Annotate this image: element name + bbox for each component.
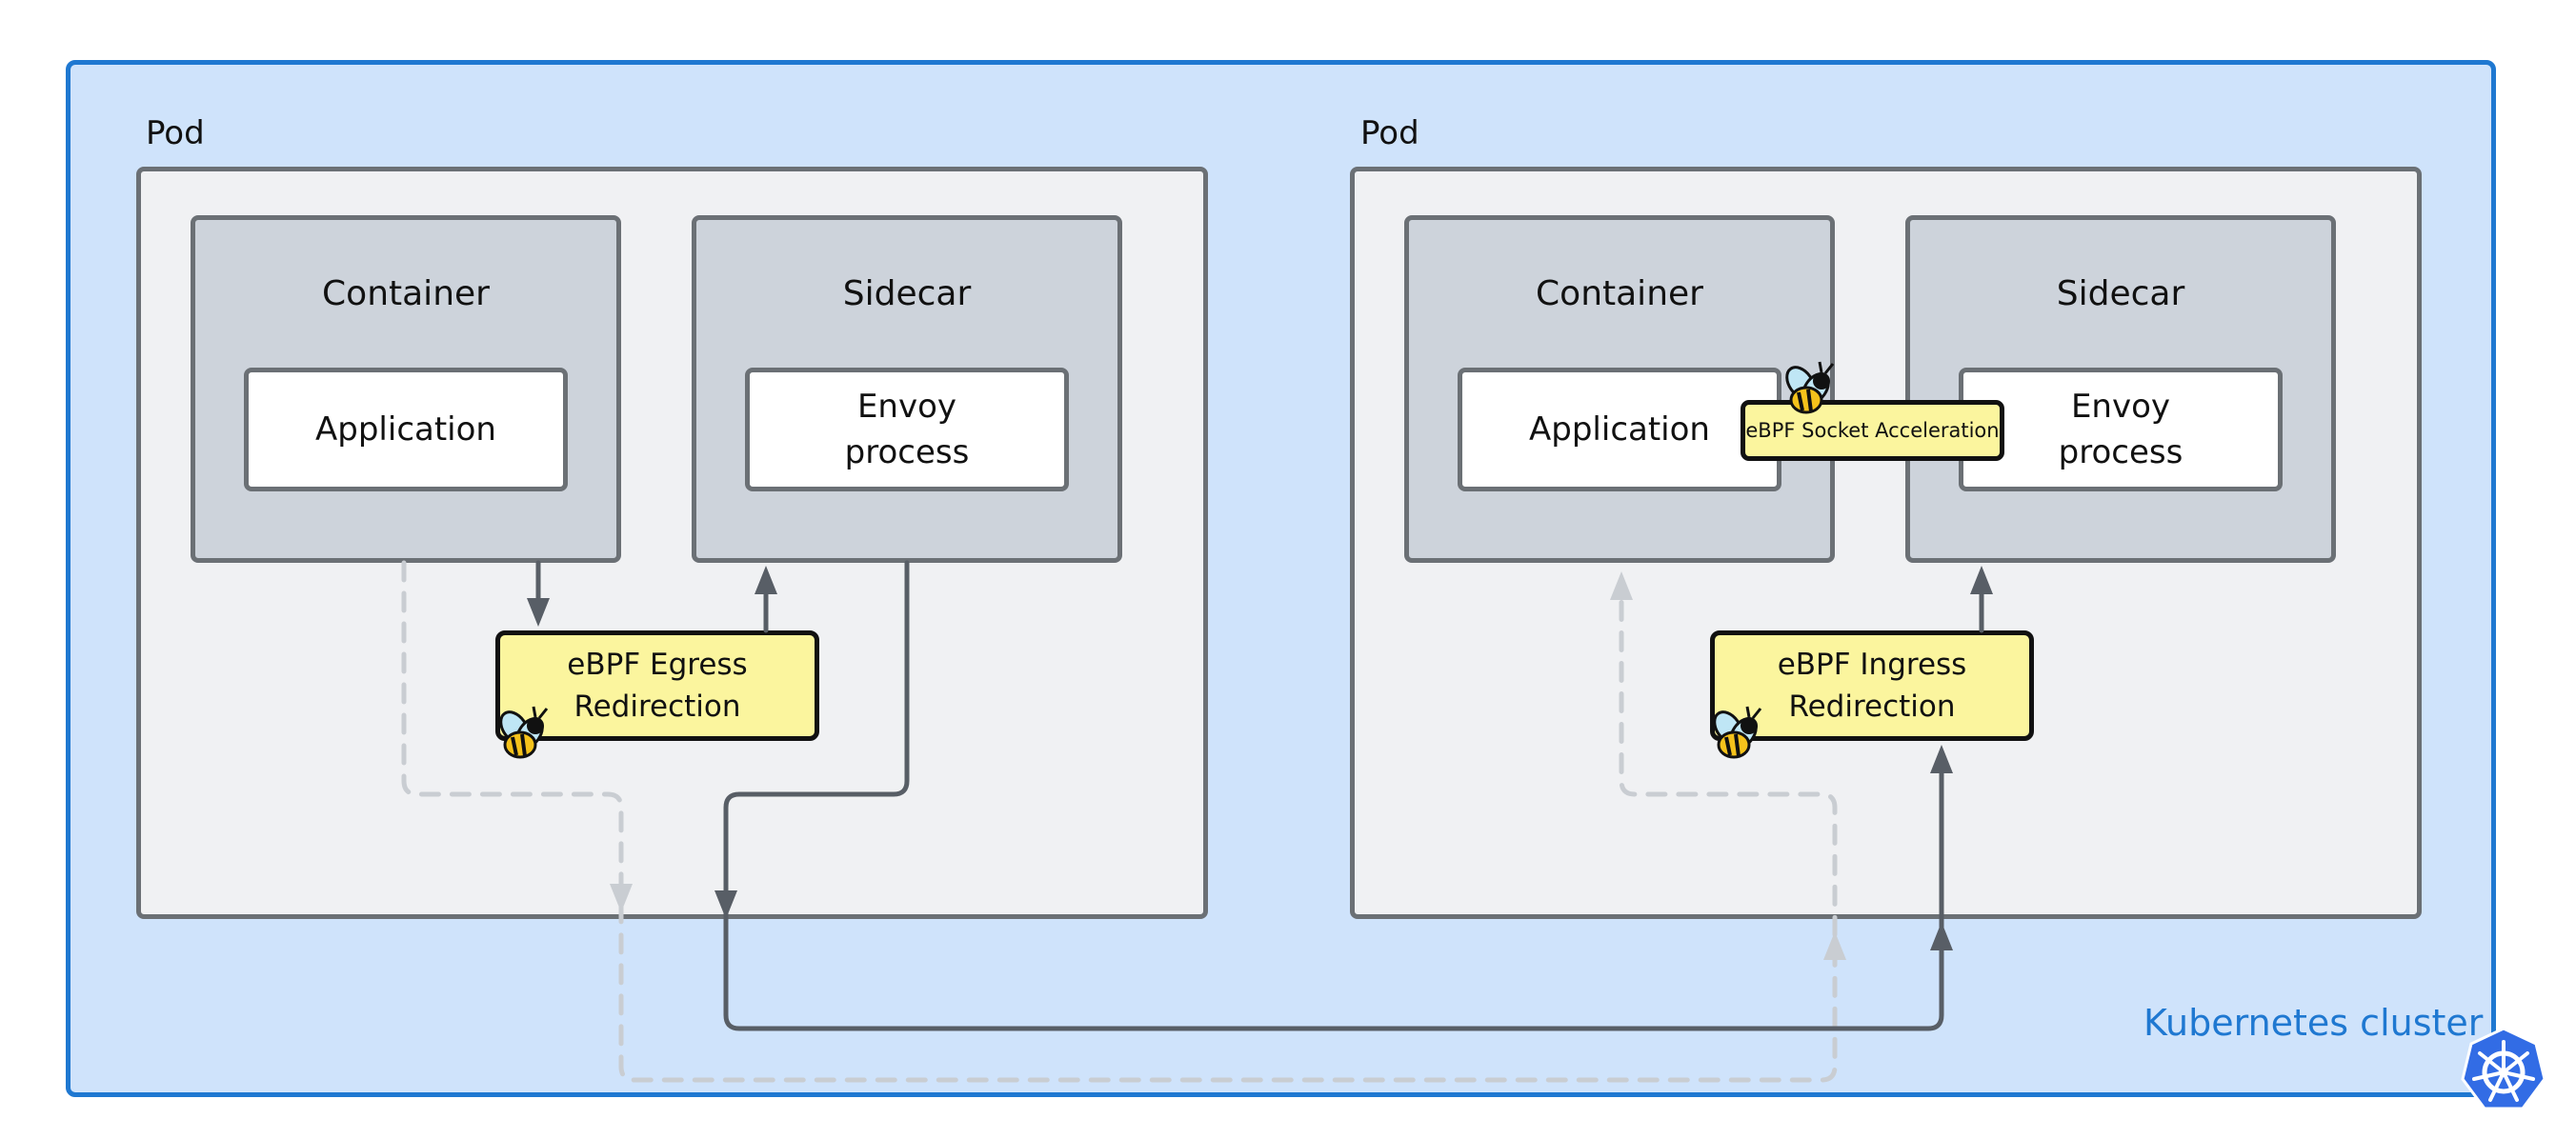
- cluster-label: Kubernetes cluster: [2143, 1002, 2484, 1044]
- left-inactive-path: [401, 560, 1838, 1083]
- arrowhead: [1930, 922, 1953, 950]
- arrowhead: [1823, 931, 1846, 960]
- kubernetes-helm-icon: [2461, 1027, 2546, 1110]
- right-envoy-process: Envoy process: [1959, 368, 2283, 491]
- bee-icon: [1785, 361, 1835, 414]
- arrowhead: [755, 566, 777, 594]
- arrowhead: [610, 884, 633, 912]
- bee-icon: [1713, 706, 1762, 759]
- arrowhead: [527, 598, 550, 627]
- left-sidecar-title: Sidecar: [842, 274, 972, 313]
- right-application: Application: [1458, 368, 1781, 491]
- bee-icon: [499, 706, 549, 759]
- ebpf-egress-redirection: eBPF Egress Redirection: [495, 630, 819, 741]
- arrowhead: [1610, 571, 1633, 600]
- ebpf-ingress-redirection: eBPF Ingress Redirection: [1710, 630, 2034, 741]
- arrowhead: [1930, 745, 1953, 773]
- ebpf-socket-acceleration: eBPF Socket Acceleration: [1741, 400, 2004, 461]
- right-sidecar-title: Sidecar: [2056, 274, 2185, 313]
- left-pod-label: Pod: [146, 114, 205, 152]
- left-container-title: Container: [322, 274, 490, 313]
- right-container-title: Container: [1536, 274, 1703, 313]
- left-application: Application: [244, 368, 568, 491]
- left-envoy-process: Envoy process: [745, 368, 1069, 491]
- arrowhead: [1970, 566, 1993, 594]
- right-pod-label: Pod: [1360, 114, 1419, 152]
- arrowhead: [714, 890, 737, 919]
- active-traffic-path: [723, 560, 1944, 1031]
